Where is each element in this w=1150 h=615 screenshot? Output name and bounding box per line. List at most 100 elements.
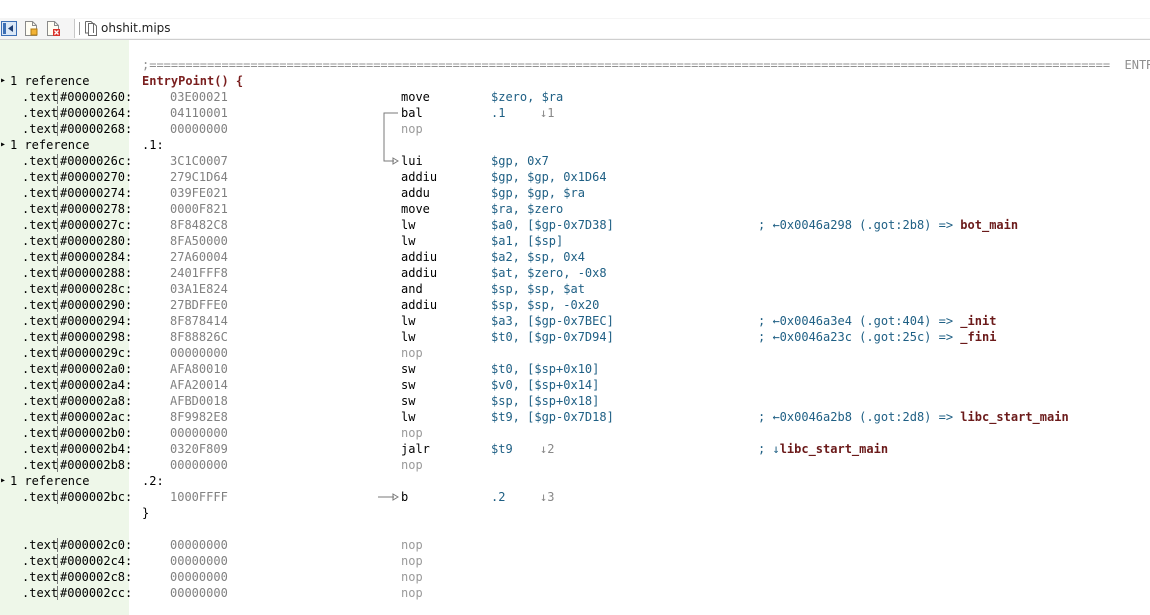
jump-marker[interactable]: ↓1 xyxy=(540,106,555,120)
symbol-link[interactable]: libc_start_main xyxy=(779,442,889,456)
function-name[interactable]: EntryPoint() { xyxy=(142,74,244,88)
expand-arrow-icon[interactable]: ▸ xyxy=(0,475,7,486)
instruction-address[interactable]: #0000027c: xyxy=(60,218,133,232)
instruction-address[interactable]: #00000294: xyxy=(60,314,133,328)
function-footer-row[interactable]: } xyxy=(0,505,1150,521)
mnemonic[interactable]: lw xyxy=(401,218,416,232)
instruction-address[interactable]: #00000284: xyxy=(60,250,133,264)
mnemonic[interactable]: nop xyxy=(401,554,423,568)
instruction-address[interactable]: #000002cc: xyxy=(60,586,133,600)
instruction-address[interactable]: #0000026c: xyxy=(60,154,133,168)
mnemonic[interactable]: nop xyxy=(401,570,423,584)
instruction-address[interactable]: #000002c0: xyxy=(60,538,133,552)
reference-count[interactable]: 1 reference xyxy=(10,474,90,488)
instruction-address[interactable]: #000002a8: xyxy=(60,394,133,408)
instruction-address[interactable]: #00000280: xyxy=(60,234,133,248)
mnemonic[interactable]: addiu xyxy=(401,298,438,312)
instruction-address[interactable]: #000002c8: xyxy=(60,570,133,584)
instruction-address[interactable]: #000002a4: xyxy=(60,378,133,392)
mnemonic[interactable]: nop xyxy=(401,458,423,472)
instruction-address[interactable]: #00000270: xyxy=(60,170,133,184)
mnemonic[interactable]: b xyxy=(401,490,409,504)
operands[interactable]: $t9, [$gp-0x7D18] xyxy=(491,410,614,424)
operands[interactable]: $at, $zero, -0x8 xyxy=(491,266,607,280)
reference-count[interactable]: 1 reference xyxy=(10,74,90,88)
instruction-address[interactable]: #00000290: xyxy=(60,298,133,312)
instruction-address[interactable]: #00000264: xyxy=(60,106,133,120)
mnemonic[interactable]: sw xyxy=(401,362,416,376)
operands[interactable]: $gp, $gp, $ra xyxy=(491,186,585,200)
instruction-address[interactable]: #00000260: xyxy=(60,90,133,104)
label-row[interactable]: .1: xyxy=(0,137,1150,153)
operands[interactable]: $a3, [$gp-0x7BEC] xyxy=(491,314,614,328)
symbol-link[interactable]: libc_start_main xyxy=(960,410,1069,424)
tab-ohshit-mips[interactable]: ohshit.mips xyxy=(74,19,1150,38)
mnemonic[interactable]: move xyxy=(401,202,430,216)
operands[interactable]: $t9 xyxy=(491,442,513,456)
operands[interactable]: $sp, $sp, $at xyxy=(491,282,585,296)
mnemonic[interactable]: lw xyxy=(401,314,416,328)
instruction-address[interactable]: #00000278: xyxy=(60,202,133,216)
mnemonic[interactable]: addu xyxy=(401,186,430,200)
instruction-address[interactable]: #000002bc: xyxy=(60,490,133,504)
symbol-link[interactable]: bot_main xyxy=(960,218,1019,232)
instruction-address[interactable]: #00000274: xyxy=(60,186,133,200)
reference-count[interactable]: 1 reference xyxy=(10,138,90,152)
operands[interactable]: $sp, $sp, -0x20 xyxy=(491,298,600,312)
jump-marker[interactable]: ↓2 xyxy=(540,442,555,456)
instruction-address[interactable]: #0000029c: xyxy=(60,346,133,360)
operands[interactable]: $v0, [$sp+0x14] xyxy=(491,378,600,392)
instruction-address[interactable]: #00000298: xyxy=(60,330,133,344)
operands[interactable]: $a0, [$gp-0x7D38] xyxy=(491,218,614,232)
mnemonic[interactable]: bal xyxy=(401,106,423,120)
mnemonic[interactable]: sw xyxy=(401,394,416,408)
instruction-address[interactable]: #00000268: xyxy=(60,122,133,136)
jump-marker[interactable]: ↓3 xyxy=(540,490,555,504)
symbol-link[interactable]: _fini xyxy=(960,330,997,344)
operands[interactable]: $a1, [$sp] xyxy=(491,234,564,248)
mnemonic[interactable]: lw xyxy=(401,234,416,248)
instruction-address[interactable]: #000002c4: xyxy=(60,554,133,568)
close-document-icon[interactable] xyxy=(45,21,61,36)
mnemonic[interactable]: nop xyxy=(401,586,423,600)
instruction-address[interactable]: #000002ac: xyxy=(60,410,133,424)
disassembly-listing[interactable]: ;=======================================… xyxy=(0,40,1150,615)
instruction-address[interactable]: #000002b0: xyxy=(60,426,133,440)
mnemonic[interactable]: nop xyxy=(401,122,423,136)
operands[interactable]: .2 xyxy=(491,490,506,504)
operands[interactable]: $zero, $ra xyxy=(491,90,564,104)
expand-arrow-icon[interactable]: ▸ xyxy=(0,75,7,86)
mnemonic[interactable]: addiu xyxy=(401,266,438,280)
expand-arrow-icon[interactable]: ▸ xyxy=(0,139,7,150)
code-label[interactable]: .1: xyxy=(142,138,164,152)
mnemonic[interactable]: move xyxy=(401,90,430,104)
operands[interactable]: .1 xyxy=(491,106,506,120)
reference-row[interactable]: ▸1 reference xyxy=(0,137,1150,153)
